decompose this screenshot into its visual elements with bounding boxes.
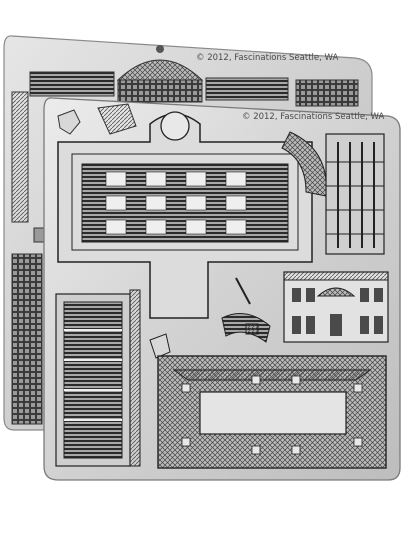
front-sheet-copyright: © 2012, Fascinations Seattle, WA	[242, 112, 384, 122]
front-floor-plan-piece	[57, 111, 313, 319]
front-facade-piece	[283, 271, 389, 343]
back-colonnade-piece	[295, 79, 359, 107]
back-facade-strip-left	[29, 71, 115, 97]
front-small-bracket-piece	[149, 333, 171, 359]
back-left-wall-piece	[11, 253, 43, 425]
back-sheet-copyright: © 2012, Fascinations Seattle, WA	[196, 53, 338, 63]
front-metal-sheet: © 2012, Fascinations Seattle, WA	[43, 97, 401, 481]
front-colonnade-piece	[325, 133, 385, 255]
front-flag-piece	[221, 277, 271, 343]
front-stair-piece	[97, 103, 137, 135]
front-small-connector-piece	[57, 109, 81, 135]
back-rotunda-piece	[116, 45, 204, 103]
back-left-column-strip	[11, 91, 29, 223]
front-roof-piece	[157, 355, 387, 469]
front-wing-piece	[55, 289, 141, 467]
back-facade-strip-right	[205, 77, 289, 101]
